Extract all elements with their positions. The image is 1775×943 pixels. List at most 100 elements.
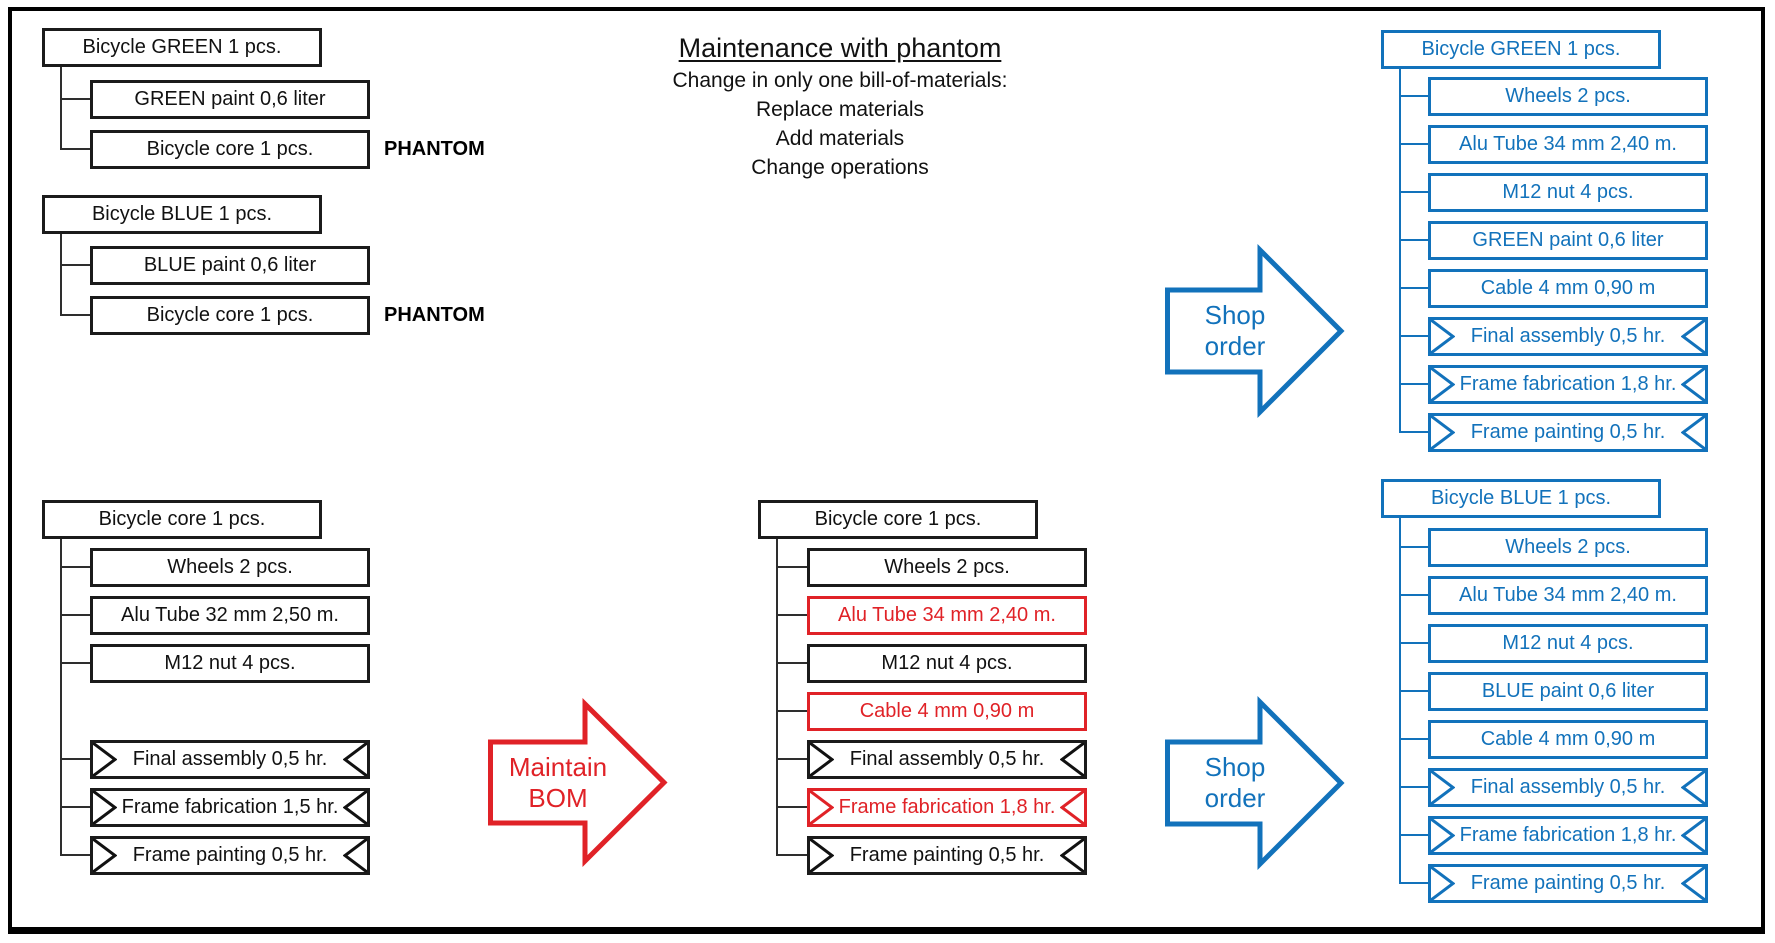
operation-chevron-right-icon [343, 791, 367, 824]
tree-connector [1399, 882, 1428, 884]
box-label: Bicycle core 1 pcs. [98, 508, 266, 530]
item-box: Alu Tube 32 mm 2,50 m. [90, 596, 370, 635]
item-box: M12 nut 4 pcs. [1428, 173, 1708, 212]
tree-connector [776, 854, 807, 856]
block-arrow-shape [1165, 243, 1345, 419]
box-label: Wheels 2 pcs. [1505, 536, 1631, 558]
tree-connector [1399, 546, 1428, 548]
item-box: Cable 4 mm 0,90 m [807, 692, 1087, 731]
tree-connector [776, 662, 807, 664]
box-label: Cable 4 mm 0,90 m [859, 700, 1035, 722]
tree-connector [60, 314, 90, 316]
tree-connector [60, 539, 62, 856]
tree-connector [1399, 239, 1428, 241]
item-box: GREEN paint 0,6 liter [1428, 221, 1708, 260]
operation-box: Frame fabrication 1,8 hr. [1428, 816, 1708, 855]
box-label: M12 nut 4 pcs. [1502, 181, 1634, 203]
title-block: Maintenance with phantom Change in only … [540, 30, 1140, 182]
tree-connector [60, 854, 90, 856]
box-label: Frame painting 0,5 hr. [132, 844, 328, 866]
tree-connector [1399, 383, 1428, 385]
tree-connector [1399, 642, 1428, 644]
phantom-label: PHANTOM [384, 138, 485, 160]
phantom-label: PHANTOM [384, 304, 485, 326]
box-label: Bicycle core 1 pcs. [146, 138, 314, 160]
box-label: Frame fabrication 1,5 hr. [121, 796, 339, 818]
tree-connector [1399, 335, 1428, 337]
operation-chevron-left-icon [810, 743, 834, 776]
box-label: BLUE paint 0,6 liter [1481, 680, 1655, 702]
operation-chevron-left-icon [93, 743, 117, 776]
operation-chevron-right-icon [1060, 743, 1084, 776]
bom-root-box: Bicycle GREEN 1 pcs. [42, 28, 322, 67]
item-box: GREEN paint 0,6 liter [90, 80, 370, 119]
tree-connector [1399, 786, 1428, 788]
item-box: M12 nut 4 pcs. [1428, 624, 1708, 663]
operation-chevron-left-icon [1431, 320, 1455, 353]
tree-connector [1399, 594, 1428, 596]
diagram-subtitle-2: Replace materials [755, 98, 925, 121]
box-label: Cable 4 mm 0,90 m [1480, 277, 1656, 299]
operation-chevron-left-icon [810, 791, 834, 824]
box-label: Bicycle core 1 pcs. [146, 304, 314, 326]
tree-connector [60, 67, 62, 150]
operation-chevron-left-icon [93, 839, 117, 872]
box-label: Bicycle BLUE 1 pcs. [91, 203, 273, 225]
operation-chevron-right-icon [1681, 819, 1705, 852]
block-arrow-shape [488, 697, 668, 868]
item-box: Wheels 2 pcs. [1428, 77, 1708, 116]
item-box: Wheels 2 pcs. [90, 548, 370, 587]
operation-box: Final assembly 0,5 hr. [807, 740, 1087, 779]
box-label: Frame fabrication 1,8 hr. [838, 796, 1056, 818]
item-box: Wheels 2 pcs. [807, 548, 1087, 587]
item-box: Alu Tube 34 mm 2,40 m. [1428, 125, 1708, 164]
tree-connector [60, 148, 90, 150]
tree-connector [776, 806, 807, 808]
tree-connector [60, 758, 90, 760]
box-label: GREEN paint 0,6 liter [134, 88, 326, 110]
shop-order-arrow-bottom: Shop order [1165, 695, 1345, 871]
item-box: Bicycle core 1 pcs. [90, 296, 370, 335]
box-label: Frame fabrication 1,8 hr. [1459, 373, 1677, 395]
bom-root-box: Bicycle BLUE 1 pcs. [1381, 479, 1661, 518]
operation-chevron-right-icon [1681, 867, 1705, 900]
tree-connector [776, 566, 807, 568]
item-box: Cable 4 mm 0,90 m [1428, 269, 1708, 308]
block-arrow-shape [1165, 695, 1345, 871]
operation-box: Frame fabrication 1,5 hr. [90, 788, 370, 827]
maintain-bom-arrow-label: Maintain BOM [508, 751, 608, 813]
operation-chevron-right-icon [1681, 368, 1705, 401]
bom-root-box: Bicycle GREEN 1 pcs. [1381, 30, 1661, 69]
item-box: Alu Tube 34 mm 2,40 m. [1428, 576, 1708, 615]
item-box: Wheels 2 pcs. [1428, 528, 1708, 567]
operation-box: Frame painting 0,5 hr. [1428, 864, 1708, 903]
item-box: Bicycle core 1 pcs. [90, 130, 370, 169]
operation-chevron-right-icon [1681, 416, 1705, 449]
tree-connector [1399, 143, 1428, 145]
tree-connector [776, 758, 807, 760]
operation-chevron-left-icon [1431, 368, 1455, 401]
diagram-subtitle-4: Change operations [751, 156, 929, 179]
item-box: M12 nut 4 pcs. [90, 644, 370, 683]
operation-chevron-right-icon [343, 743, 367, 776]
bom-root-box: Bicycle BLUE 1 pcs. [42, 195, 322, 234]
box-label: Frame painting 0,5 hr. [1470, 872, 1666, 894]
tree-connector [1399, 95, 1428, 97]
tree-connector [1399, 191, 1428, 193]
operation-box: Frame painting 0,5 hr. [807, 836, 1087, 875]
operation-box: Frame painting 0,5 hr. [1428, 413, 1708, 452]
tree-connector [1399, 287, 1428, 289]
diagram-title: Maintenance with phantom [678, 33, 1002, 63]
box-label: Wheels 2 pcs. [167, 556, 293, 578]
tree-connector [60, 234, 62, 316]
tree-connector [776, 539, 778, 856]
operation-box: Final assembly 0,5 hr. [1428, 768, 1708, 807]
tree-connector [1399, 431, 1428, 433]
box-label: M12 nut 4 pcs. [881, 652, 1013, 674]
box-label: Final assembly 0,5 hr. [849, 748, 1045, 770]
operation-chevron-right-icon [1060, 791, 1084, 824]
bom-root-box: Bicycle core 1 pcs. [42, 500, 322, 539]
tree-connector [60, 566, 90, 568]
tree-connector [60, 98, 90, 100]
